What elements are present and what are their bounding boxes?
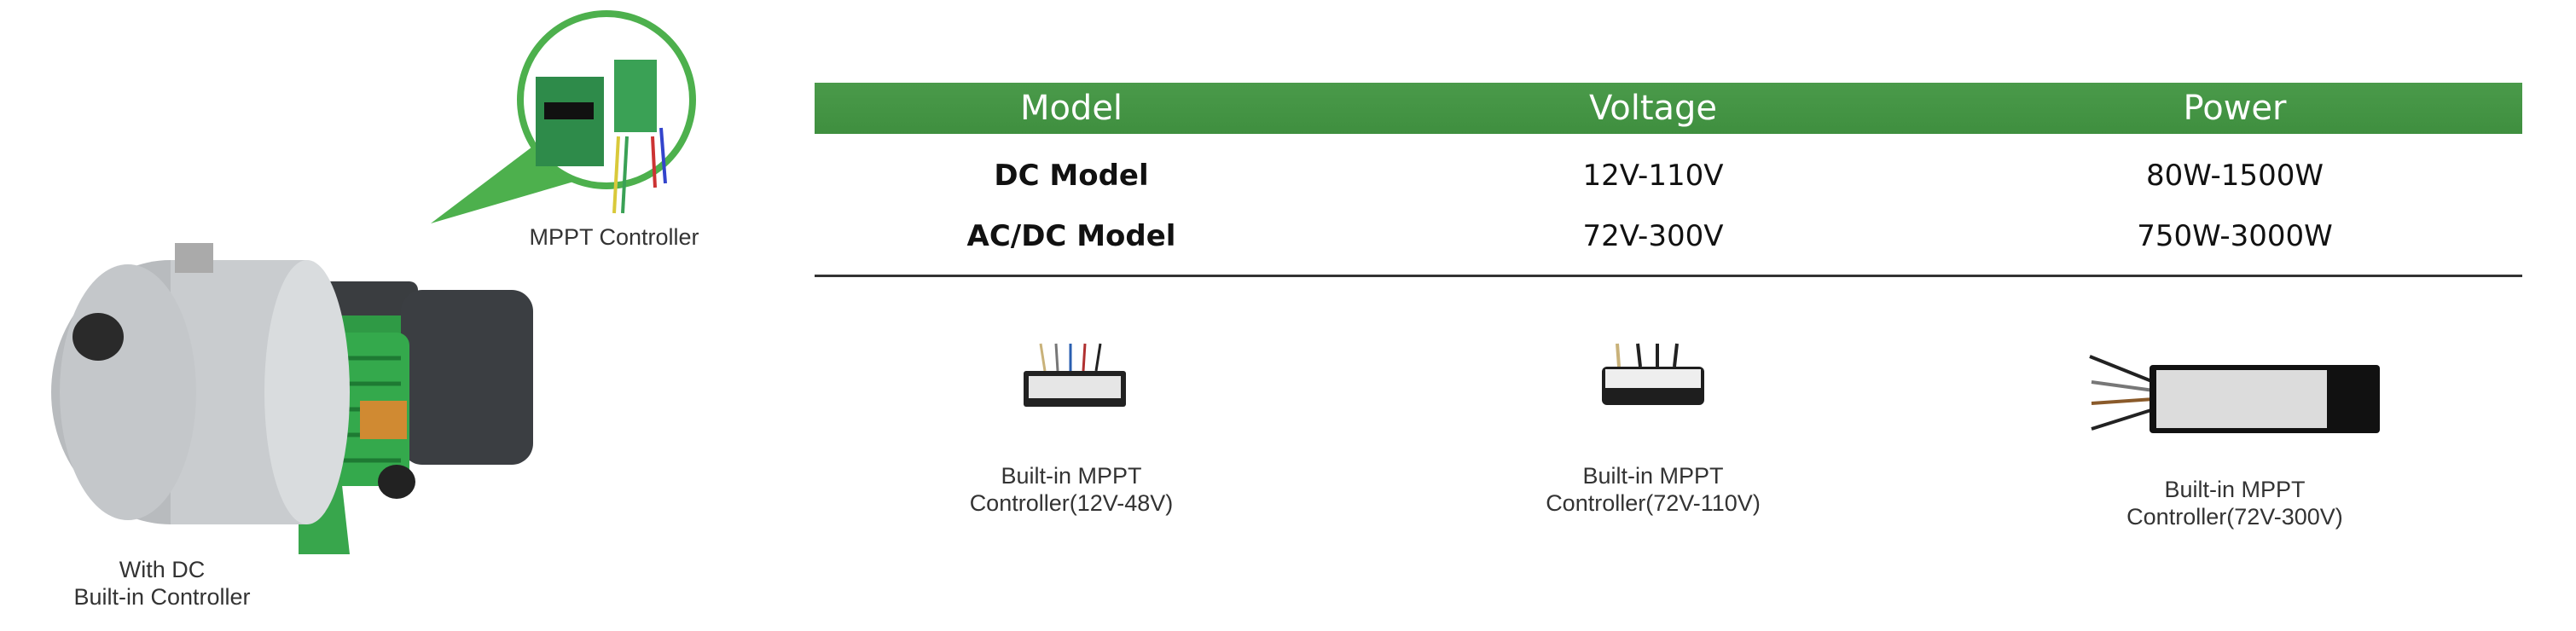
pump-illustration [51, 10, 696, 554]
controller-image-12-48v [1024, 343, 1126, 407]
controller-caption: Built-in MPPT Controller(72V-300V) [2081, 476, 2388, 530]
caption-line1: Built-in MPPT [2164, 477, 2306, 502]
caption-line1: Built-in MPPT [1582, 463, 1724, 489]
row-voltage: 12V-110V [1582, 159, 1724, 193]
caption-line1: Built-in MPPT [1001, 463, 1142, 489]
callout-label: MPPT Controller [529, 224, 699, 250]
table-row: AC/DC Model 72V-300V 750W-3000W [815, 219, 2522, 257]
table-row: DC Model 12V-110V 80W-1500W [815, 159, 2522, 196]
header-power: Power [2183, 89, 2287, 128]
caption-line2: Controller(12V-48V) [969, 490, 1174, 516]
caption-line2: Controller(72V-300V) [2126, 504, 2343, 530]
pump-caption-line2: Built-in Controller [73, 584, 251, 610]
controller-caption: Built-in MPPT Controller(72V-110V) [1500, 462, 1807, 517]
caption-line2: Controller(72V-110V) [1546, 490, 1761, 516]
controller-image-72-300v [2089, 355, 2380, 433]
row-power: 750W-3000W [2137, 219, 2333, 253]
header-model: Model [1019, 89, 1123, 128]
controller-board [536, 77, 604, 166]
row-model: AC/DC Model [966, 219, 1176, 253]
header-voltage: Voltage [1588, 89, 1718, 128]
row-voltage: 72V-300V [1582, 219, 1724, 253]
controller-caption: Built-in MPPT Controller(12V-48V) [918, 462, 1225, 517]
table-header: Model Voltage Power [815, 83, 2522, 134]
pump-caption-line1: With DC [119, 557, 206, 582]
table-divider [815, 275, 2522, 277]
row-model: DC Model [994, 159, 1149, 193]
pump-caption: With DC Built-in Controller [26, 556, 299, 611]
row-power: 80W-1500W [2146, 159, 2324, 193]
controller-image-72-110v [1602, 343, 1704, 405]
